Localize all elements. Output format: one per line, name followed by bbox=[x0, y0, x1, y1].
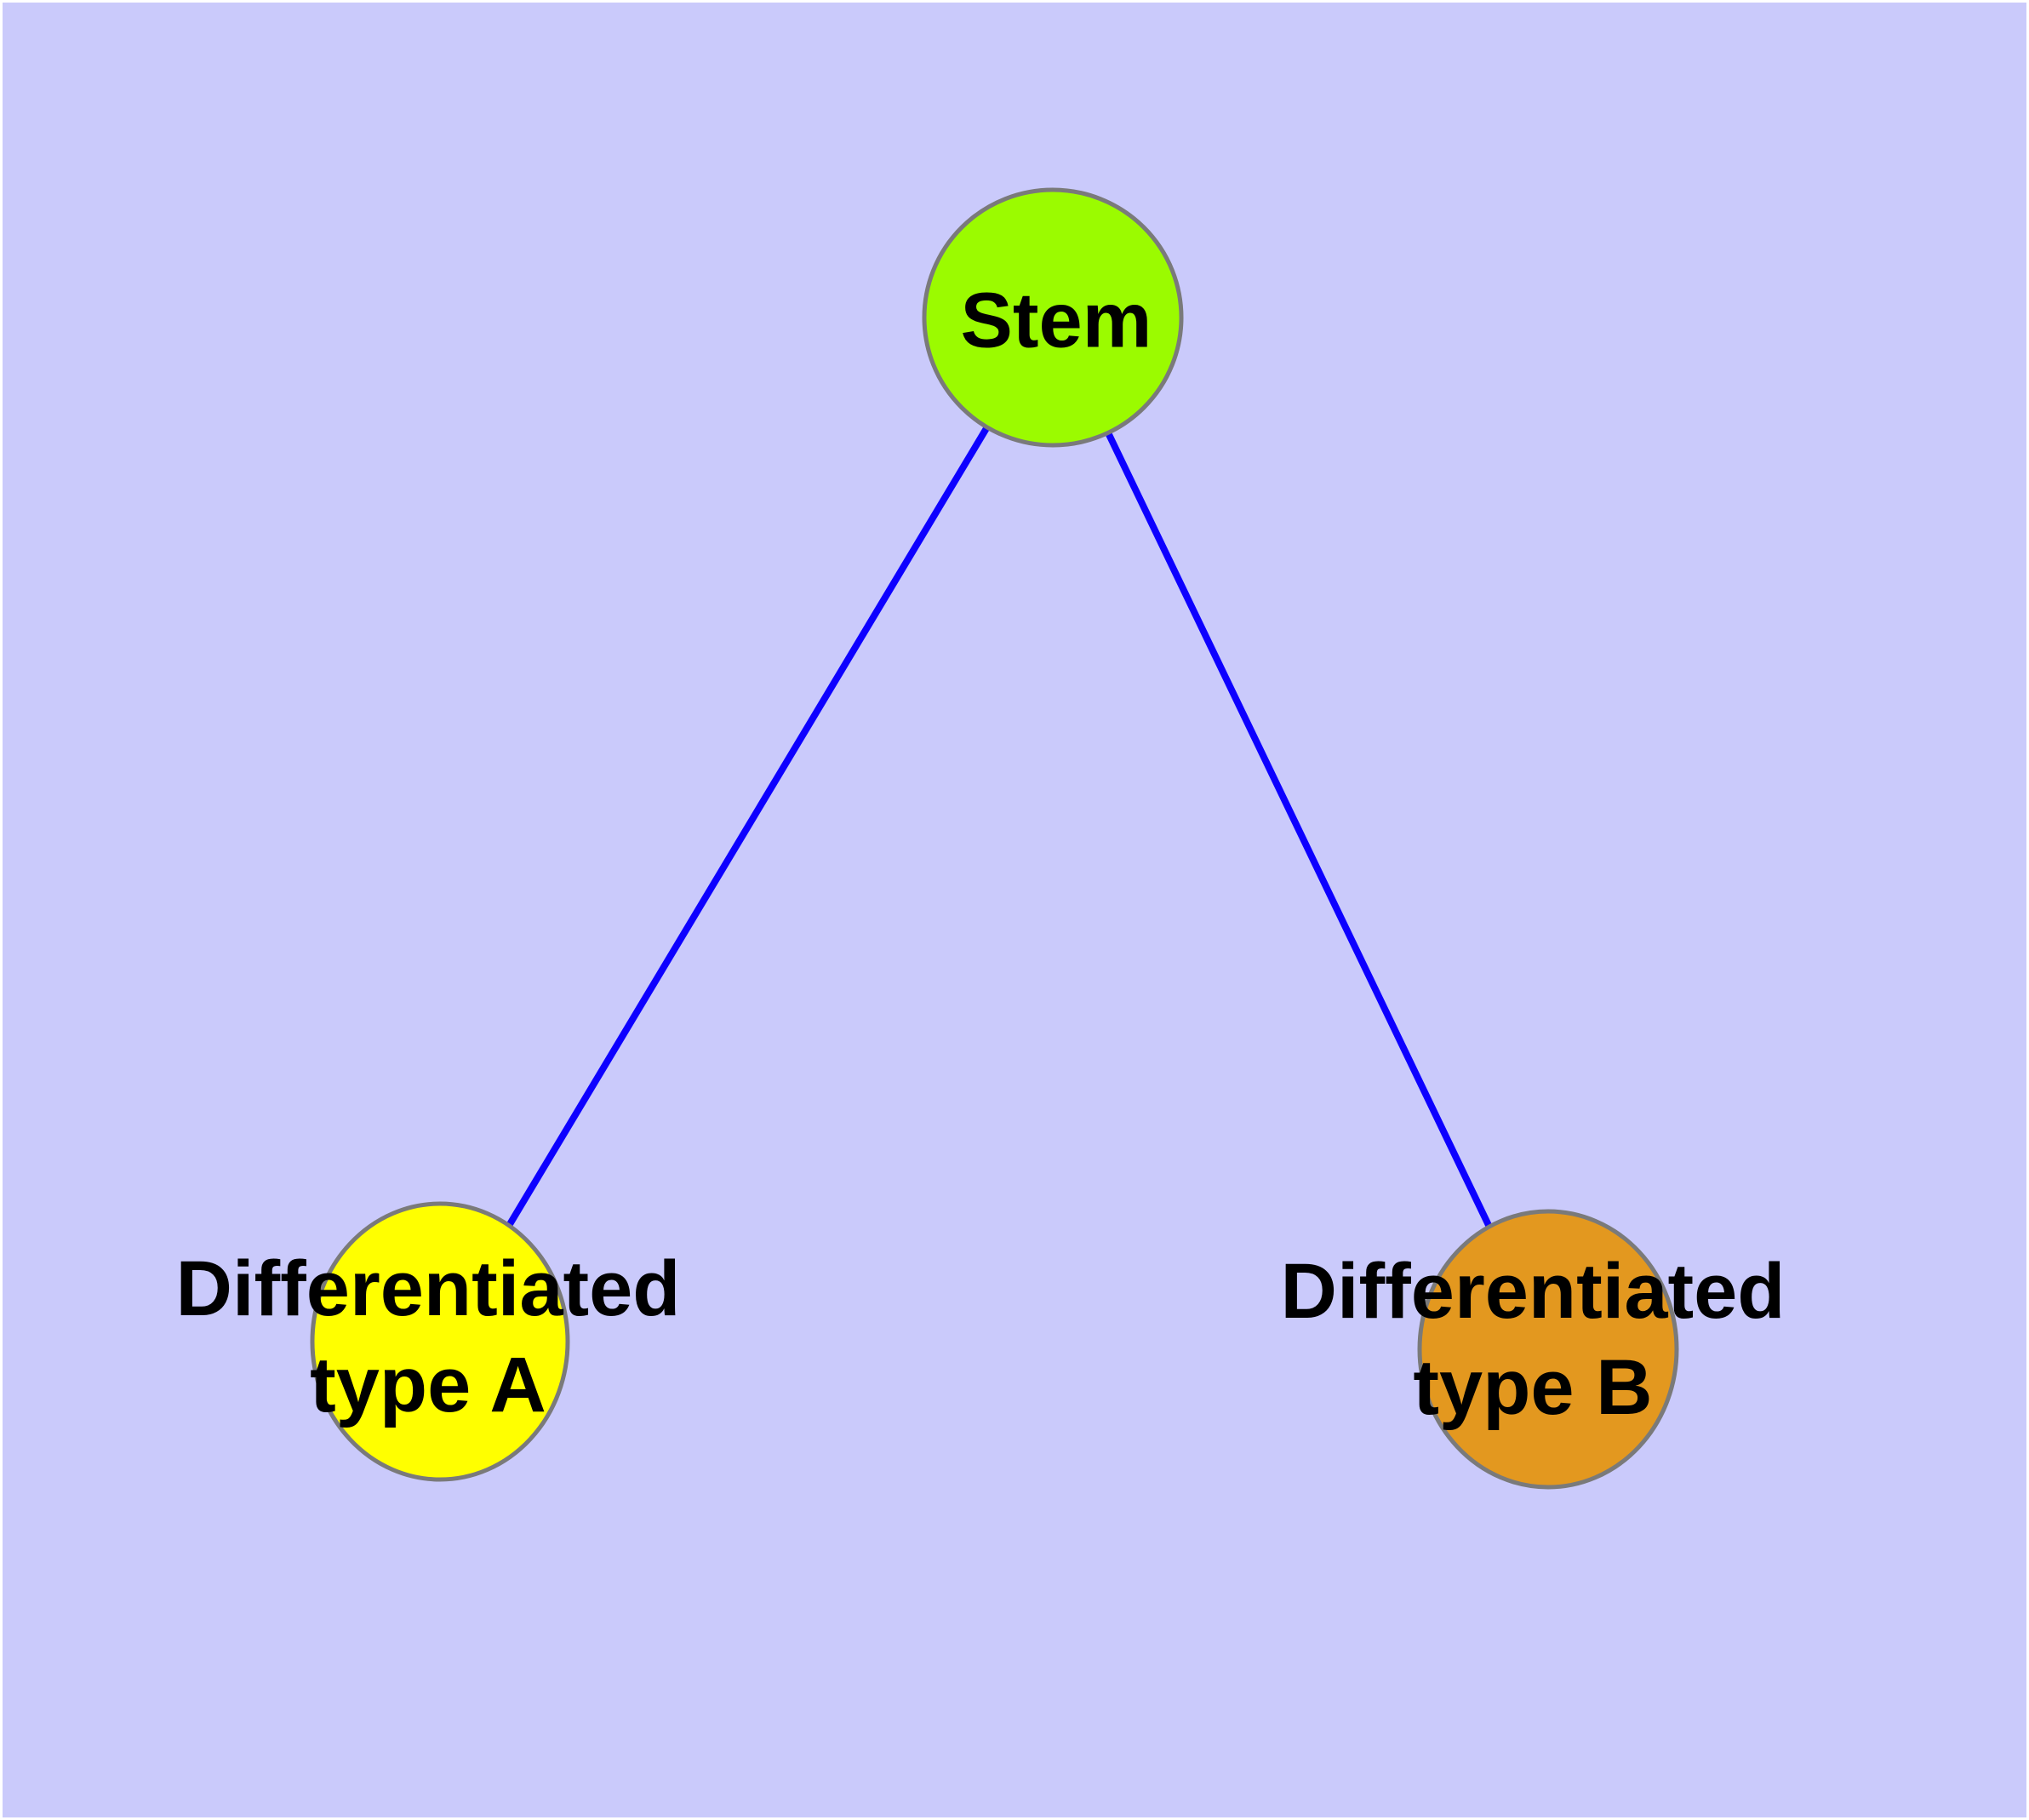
label-line-2: type A bbox=[310, 1342, 546, 1428]
node-differentiated-type-a bbox=[310, 1201, 570, 1482]
label-line-2: type B bbox=[1413, 1344, 1653, 1431]
node-differentiated-type-b bbox=[1417, 1209, 1679, 1490]
node-label-differentiated-type-a: Differentiated type A bbox=[176, 1241, 681, 1434]
node-label-differentiated-type-b: Differentiated type B bbox=[1281, 1244, 1786, 1436]
label-line-1: Differentiated bbox=[175, 1245, 681, 1332]
node-label-stem: Stem bbox=[960, 277, 1152, 364]
edge-stem-to-type-a bbox=[437, 315, 1056, 1343]
node-stem bbox=[922, 187, 1184, 448]
label-line-1: Differentiated bbox=[1280, 1248, 1786, 1335]
edge-stem-to-type-b bbox=[1049, 316, 1552, 1351]
